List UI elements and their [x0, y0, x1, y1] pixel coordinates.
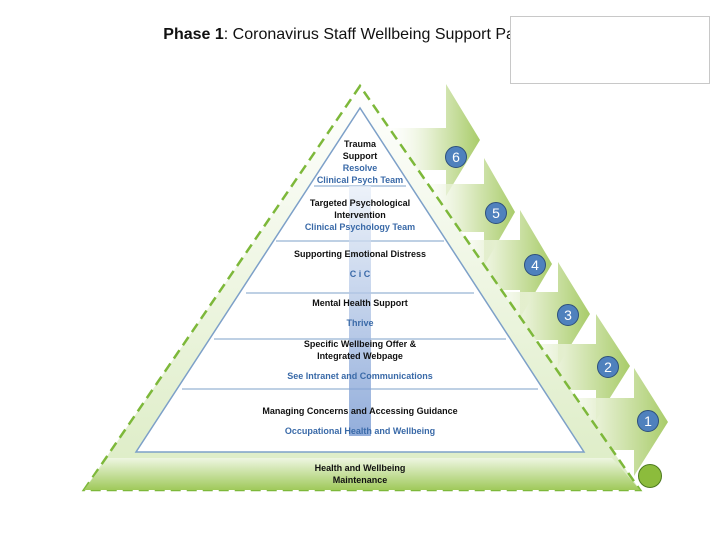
tier-title: Integrated Webpage — [317, 351, 403, 361]
maintenance-marker — [638, 464, 662, 488]
tier-title: Trauma — [343, 139, 376, 149]
step-badge-6: 6 — [445, 146, 467, 168]
step-badge-1: 1 — [637, 410, 659, 432]
tier-title: Specific Wellbeing Offer & — [303, 339, 417, 349]
central-stem — [349, 186, 371, 436]
tier-provider: Resolve — [342, 163, 378, 173]
tier-provider: Thrive — [346, 318, 374, 328]
step-badge-3: 3 — [557, 304, 579, 326]
embedded-image-frame — [510, 16, 710, 84]
tier-trauma-support: Trauma Support Resolve Clinical Psych Te… — [0, 138, 720, 186]
step-badge-2: 2 — [597, 356, 619, 378]
step-arrow-5 — [410, 158, 515, 266]
tier-wellbeing-offer: Specific Wellbeing Offer & Integrated We… — [0, 338, 720, 382]
tier-managing-concerns: Managing Concerns and Accessing Guidance… — [0, 405, 720, 437]
page-title: Phase 1: Coronavirus Staff Wellbeing Sup… — [0, 26, 720, 44]
base-health-maintenance: Health and Wellbeing Maintenance — [0, 462, 720, 486]
tier-provider: Clinical Psychology Team — [304, 222, 416, 232]
tier-provider: Clinical Psych Team — [316, 175, 404, 185]
step-badge-4: 4 — [524, 254, 546, 276]
tier-emotional-distress: Supporting Emotional Distress C i C — [0, 248, 720, 280]
tier-title: Targeted Psychological — [309, 198, 411, 208]
tier-title: Supporting Emotional Distress — [293, 249, 426, 259]
tier-mental-health-support: Mental Health Support Thrive — [0, 297, 720, 329]
base-title: Maintenance — [332, 475, 388, 485]
base-band — [84, 458, 640, 490]
tier-provider: Occupational Health and Wellbeing — [284, 426, 436, 436]
step-arrow-4 — [440, 210, 552, 318]
tier-targeted-psychological: Targeted Psychological Intervention Clin… — [0, 197, 720, 233]
tier-title: Support — [342, 151, 378, 161]
tier-title: Intervention — [334, 210, 386, 220]
base-title: Health and Wellbeing — [314, 463, 406, 473]
tier-title: Mental Health Support — [312, 298, 408, 308]
tier-provider: C i C — [349, 269, 371, 279]
tier-title: Managing Concerns and Accessing Guidance — [262, 406, 458, 416]
tier-provider: See Intranet and Communications — [287, 371, 433, 381]
step-badge-5: 5 — [485, 202, 507, 224]
step-arrow-2 — [500, 314, 630, 420]
title-rest: : Coronavirus Staff Wellbeing Support Pa… — [223, 26, 557, 43]
title-phase: Phase 1 — [163, 26, 224, 43]
